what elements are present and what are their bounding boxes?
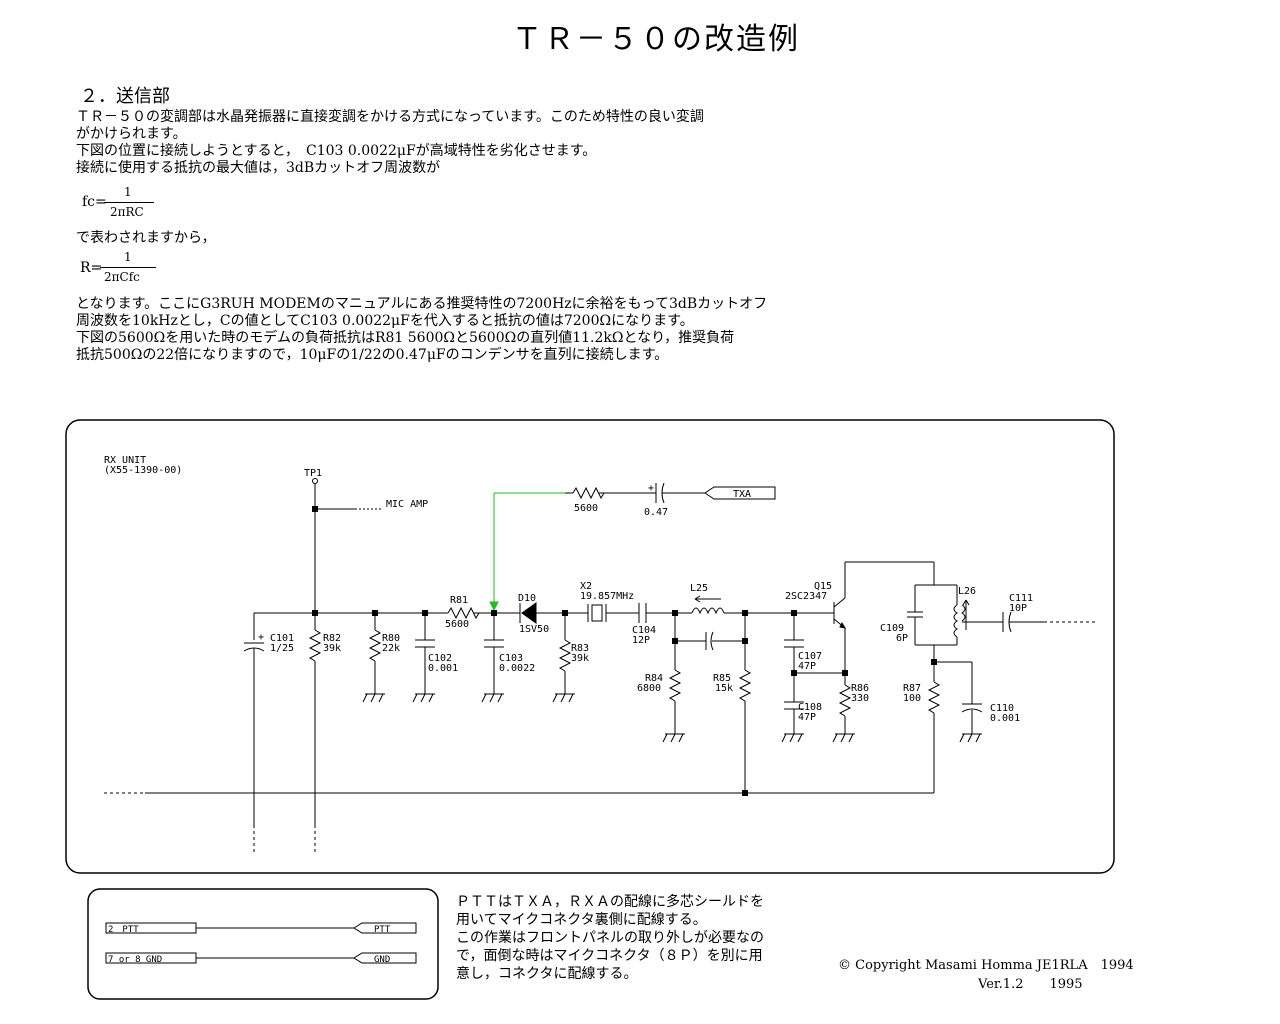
r86-label: R86 <box>851 683 869 694</box>
note-line: で，面倒な時はマイクコネクタ（８Ｐ）を別に用 <box>456 948 763 964</box>
copyright: © Copyright Masami Homma JE1RLA 1994 <box>838 958 1134 973</box>
added-capacitor-value: 0.47 <box>644 507 668 518</box>
connector-pin2-left: 7 or 8 GND <box>108 955 162 965</box>
r86-value: 330 <box>851 693 869 704</box>
c107-value: 47P <box>798 661 816 672</box>
formula-fc-bar <box>104 202 154 203</box>
formula-fc-denominator: 2πRC <box>110 205 144 219</box>
text-line: 下図の位置に接続しようとすると， C103 0.0022μFが高域特性を劣化させ… <box>76 143 597 159</box>
formula-fc-numerator: 1 <box>124 185 132 199</box>
formula-r-lhs: R= <box>80 260 103 276</box>
r83-label: R83 <box>571 643 589 654</box>
text-line: ＴＲ－５０の変調部は水晶発振器に直接変調をかける方式になっています。このため特性… <box>76 109 704 125</box>
c110-label: C110 <box>990 703 1014 714</box>
text-line: 抵抗500Ωの22倍になりますので，10μFの1/22の0.47μFのコンデンサ… <box>76 347 669 363</box>
r85-value: 15k <box>715 683 733 694</box>
c101-label: C101 <box>270 633 294 644</box>
l25-label: L25 <box>690 583 708 594</box>
r87-label: R87 <box>903 683 921 694</box>
version: Ver.1.2 1995 <box>978 977 1083 992</box>
c101-plus: + <box>258 632 264 643</box>
c103-value: 0.0022 <box>499 663 535 674</box>
r81-label: R81 <box>450 595 468 606</box>
c103-label: C103 <box>499 653 523 664</box>
c109-label: C109 <box>880 623 904 634</box>
paragraph-3: となります。ここにG3RUH MODEMのマニュアルにある推奨特性の7200Hz… <box>76 296 767 364</box>
c110-value: 0.001 <box>990 713 1020 724</box>
c107-label: C107 <box>798 651 822 662</box>
x2-label: X2 <box>580 581 592 592</box>
c104-label: C104 <box>632 625 656 636</box>
c102-value: 0.001 <box>428 663 458 674</box>
d10-value: 1SV50 <box>519 624 549 635</box>
text-line: 周波数を10kHzとし，Cの値としてC103 0.0022μFを代入すると抵抗の… <box>76 313 694 329</box>
connector-pin1-right: PTT <box>374 925 391 935</box>
added-resistor-value: 5600 <box>574 503 598 514</box>
formula-fc-lhs: fc= <box>82 194 107 210</box>
c-add-plus: + <box>648 483 654 494</box>
schematic-frame <box>65 419 1115 874</box>
c101-value: 1/25 <box>270 643 294 654</box>
r84-value: 6800 <box>637 683 661 694</box>
section-heading: ２．送信部 <box>80 86 170 107</box>
page-title: ＴＲ－５０の改造例 <box>512 22 800 57</box>
note-line: この作業はフロントパネルの取り外しが必要なの <box>456 930 764 946</box>
paragraph-2: で表わされますから， <box>76 230 216 246</box>
r87-value: 100 <box>903 693 921 704</box>
connector-pin1-left: 2 PTT <box>108 925 139 935</box>
q15-value: 2SC2347 <box>785 591 827 602</box>
text-line: がかけられます。 <box>76 126 187 142</box>
c111-value: 10P <box>1009 603 1027 614</box>
c108-label: C108 <box>798 702 822 713</box>
formula-r-numerator: 1 <box>124 250 132 264</box>
c109-value: 6P <box>896 633 908 644</box>
r82-label: R82 <box>323 633 341 644</box>
r80-label: R80 <box>382 633 400 644</box>
formula-r-denominator: 2πCfc <box>104 270 140 284</box>
wiring-note: ＰＴＴはＴＸＡ，ＲＸＡの配線に多芯シールドを 用いてマイクコネクタ裏側に配線する… <box>456 893 764 983</box>
unit-label: RX UNIT <box>104 455 146 466</box>
note-line: ＰＴＴはＴＸＡ，ＲＸＡの配線に多芯シールドを <box>456 894 764 910</box>
paragraph-1: ＴＲ－５０の変調部は水晶発振器に直接変調をかける方式になっています。このため特性… <box>76 109 704 177</box>
d10-label: D10 <box>518 593 536 604</box>
formula-r-bar <box>100 267 156 268</box>
q15-label: Q15 <box>814 581 832 592</box>
c111-label: C111 <box>1009 593 1033 604</box>
text-line: 接続に使用する抵抗の最大値は，3dBカットオフ周波数が <box>76 160 441 176</box>
c108-value: 47P <box>798 712 816 723</box>
c102-label: C102 <box>428 653 452 664</box>
r80-value: 22k <box>382 643 400 654</box>
x2-value: 19.857MHz <box>580 591 634 602</box>
r84-label: R84 <box>645 673 663 684</box>
l26-label: L26 <box>958 586 976 597</box>
c104-value: 12P <box>632 635 650 646</box>
unit-code-label: (X55-1390-00) <box>104 465 182 476</box>
tp1-label: TP1 <box>304 468 322 479</box>
txa-label: TXA <box>733 489 751 500</box>
text-line: 下図の5600Ωを用いた時のモデムの負荷抵抗はR81 5600Ωと5600Ωの直… <box>76 330 735 346</box>
text-line: となります。ここにG3RUH MODEMのマニュアルにある推奨特性の7200Hz… <box>76 296 768 312</box>
mic-amp-label: MIC AMP <box>386 499 428 510</box>
connector-box <box>87 888 439 1000</box>
r85-label: R85 <box>713 673 731 684</box>
r82-value: 39k <box>323 643 341 654</box>
connector-pin2-right: GND <box>374 955 390 965</box>
note-line: 意し，コネクタに配線する。 <box>456 966 638 982</box>
r81-value: 5600 <box>445 619 469 630</box>
note-line: 用いてマイクコネクタ裏側に配線する。 <box>456 912 707 928</box>
r83-value: 39k <box>571 653 589 664</box>
